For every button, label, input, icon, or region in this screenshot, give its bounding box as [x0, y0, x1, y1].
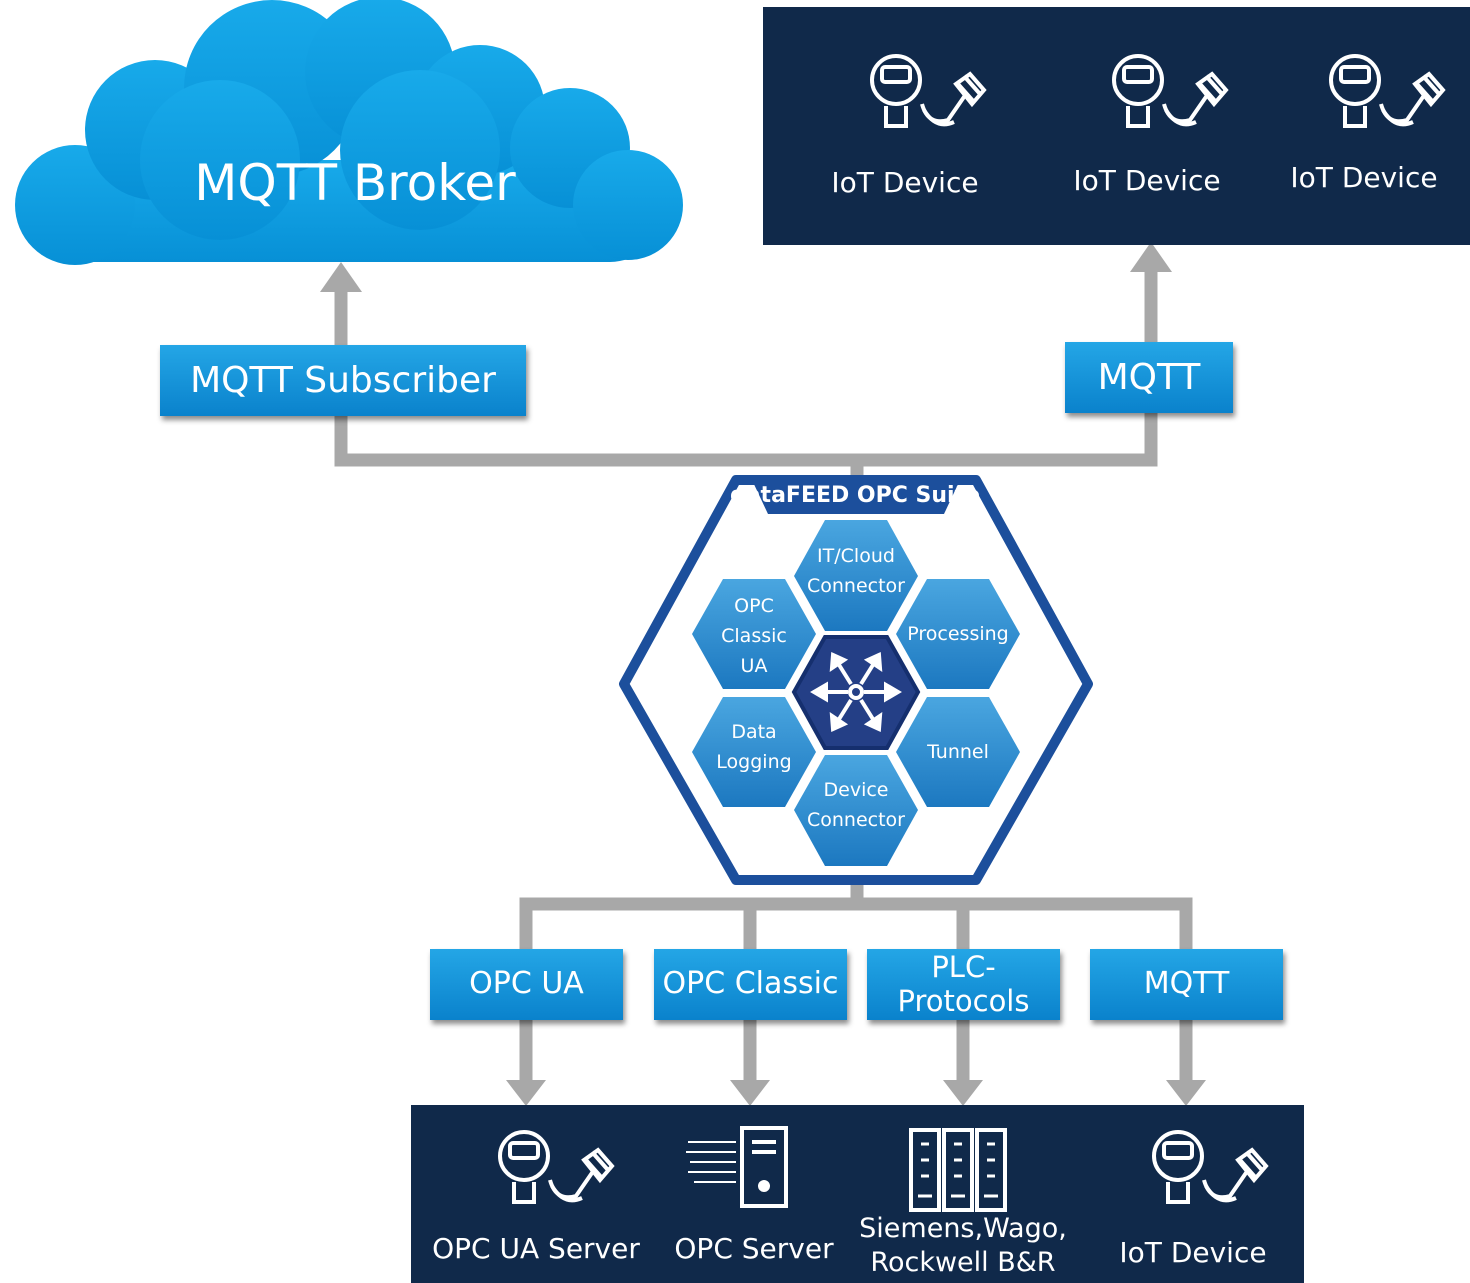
mqtt-subscriber-box: MQTT Subscriber [160, 345, 526, 416]
module-processing-label: Processing [907, 623, 1009, 645]
data-server-icon [686, 1126, 788, 1208]
plc-protocols-box: PLC- Protocols [867, 949, 1060, 1020]
mqtt-broker-label: MQTT Broker [194, 154, 516, 212]
plc-rack-icon [909, 1128, 1007, 1212]
arrow-up-cloud [320, 262, 362, 292]
module-data-logging-label: Data Logging [716, 721, 792, 773]
cloud-shape [15, 0, 683, 265]
arrow-down-3 [943, 1080, 983, 1106]
plc-vendors-label: Siemens,Wago, Rockwell B&R [859, 1213, 1067, 1278]
iot-device-bottom-label: IoT Device [1119, 1236, 1267, 1269]
top-device-label-2: IoT Device [1073, 164, 1221, 197]
module-tunnel-label: Tunnel [927, 741, 989, 763]
gauge-sensor-icon [1152, 1130, 1268, 1204]
opc-classic-box: OPC Classic [654, 949, 847, 1020]
hex-tunnel [896, 697, 1020, 807]
opc-server-label: OPC Server [674, 1232, 834, 1265]
suite-title: dataFEED OPC Suite [729, 483, 981, 508]
mqtt-lower-box: MQTT [1090, 949, 1283, 1020]
arrow-down-2 [730, 1080, 770, 1106]
top-device-label-1: IoT Device [831, 166, 979, 199]
top-device-label-3: IoT Device [1290, 161, 1438, 194]
opc-ua-server-label: OPC UA Server [432, 1232, 640, 1265]
hex-opc-classic-ua [692, 579, 816, 689]
arrow-down-4 [1166, 1080, 1206, 1106]
mqtt-upper-box: MQTT [1065, 342, 1233, 413]
arrow-down-1 [506, 1080, 546, 1106]
module-opc-classic-ua-label: OPC Classic UA [721, 595, 787, 677]
hex-it-cloud [794, 520, 918, 631]
hex-processing [896, 579, 1020, 689]
arrows-out-icon [810, 651, 902, 733]
opc-ua-box: OPC UA [430, 949, 623, 1020]
gauge-sensor-icon [498, 1130, 614, 1204]
hex-center [791, 635, 921, 750]
module-hexagons [692, 520, 1020, 866]
hex-device-connector [794, 755, 918, 866]
arrow-up-top-panel [1130, 242, 1172, 272]
hex-data-logging [692, 697, 816, 807]
module-it-cloud-label: IT/Cloud Connector [807, 545, 905, 597]
module-device-connector-label: Device Connector [807, 779, 905, 831]
